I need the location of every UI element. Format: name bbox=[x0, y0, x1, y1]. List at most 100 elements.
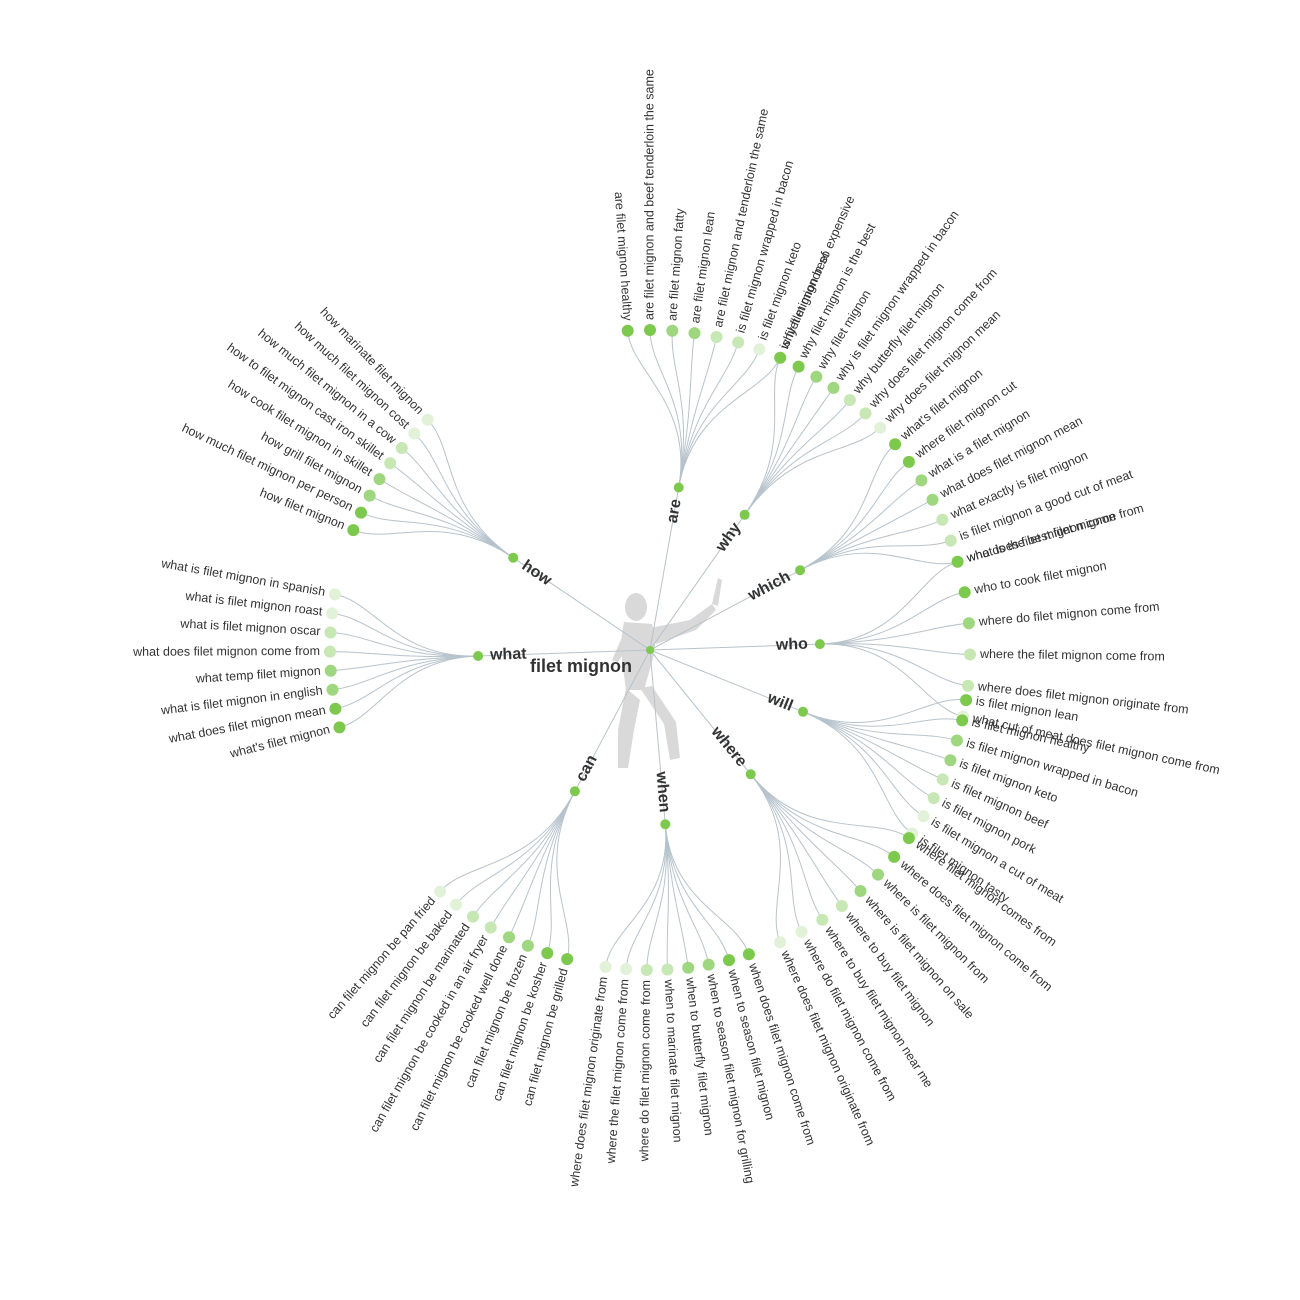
leaf-node-why-1[interactable] bbox=[792, 360, 805, 373]
leaf-node-when-4[interactable] bbox=[661, 963, 674, 976]
leaf-label[interactable]: where do filet mignon come from bbox=[977, 600, 1160, 629]
leaf-node-how-7[interactable] bbox=[421, 413, 434, 426]
group-node-which[interactable] bbox=[795, 565, 806, 576]
leaf-node-will-3[interactable] bbox=[944, 754, 957, 767]
leaf-node-will-4[interactable] bbox=[936, 773, 949, 786]
leaf-node-why-5[interactable] bbox=[859, 407, 872, 420]
group-node-will[interactable] bbox=[798, 706, 808, 717]
leaf-label[interactable]: what is filet mignon oscar bbox=[179, 616, 321, 638]
leaf-node-can-2[interactable] bbox=[521, 939, 534, 952]
group-node-why[interactable] bbox=[739, 509, 750, 520]
leaf-node-will-6[interactable] bbox=[917, 810, 930, 823]
leaf-node-are-6[interactable] bbox=[753, 343, 766, 356]
leaf-node-which-3[interactable] bbox=[926, 493, 939, 506]
group-node-where[interactable] bbox=[745, 769, 756, 780]
leaf-node-what-5[interactable] bbox=[324, 626, 337, 639]
leaf-node-what-2[interactable] bbox=[326, 683, 339, 696]
leaf-node-which-2[interactable] bbox=[915, 474, 928, 487]
leaf-label[interactable]: what is filet mignon in spanish bbox=[159, 556, 326, 599]
leaf-node-who-3[interactable] bbox=[964, 648, 976, 661]
leaf-node-are-2[interactable] bbox=[666, 324, 679, 337]
leaf-label[interactable]: when to season filet mignon for grilling bbox=[704, 972, 757, 1185]
leaf-node-can-1[interactable] bbox=[541, 947, 554, 960]
leaf-node-can-4[interactable] bbox=[484, 921, 497, 934]
leaf-node-where-5[interactable] bbox=[816, 913, 829, 926]
leaf-node-how-4[interactable] bbox=[384, 457, 397, 470]
group-node-when[interactable] bbox=[660, 819, 671, 830]
leaf-node-can-3[interactable] bbox=[503, 931, 515, 944]
group-node-who[interactable] bbox=[814, 639, 825, 650]
leaf-node-can-5[interactable] bbox=[467, 910, 479, 923]
leaf-node-what-1[interactable] bbox=[329, 702, 342, 715]
leaf-label[interactable]: are filet mignon fatty bbox=[665, 207, 687, 321]
leaf-node-when-1[interactable] bbox=[723, 954, 735, 967]
leaf-label[interactable]: who does filet mignon come from bbox=[964, 501, 1145, 565]
leaf-label[interactable]: are filet mignon and beef tenderloin the… bbox=[642, 69, 656, 320]
leaf-node-why-2[interactable] bbox=[810, 370, 823, 383]
leaf-label[interactable]: are filet mignon healthy bbox=[612, 191, 635, 322]
leaf-node-when-6[interactable] bbox=[620, 963, 633, 976]
leaf-node-what-6[interactable] bbox=[326, 607, 339, 620]
leaf-node-who-4[interactable] bbox=[962, 679, 974, 692]
leaf-node-which-0[interactable] bbox=[889, 438, 902, 451]
leaf-node-where-6[interactable] bbox=[795, 925, 808, 938]
leaf-node-what-4[interactable] bbox=[324, 645, 336, 658]
leaf-node-where-7[interactable] bbox=[774, 936, 787, 949]
leaf-node-who-1[interactable] bbox=[958, 586, 971, 599]
leaf-node-are-4[interactable] bbox=[710, 331, 723, 343]
group-node-are[interactable] bbox=[673, 482, 684, 493]
leaf-node-why-6[interactable] bbox=[874, 421, 887, 434]
leaf-label[interactable]: where do filet mignon come from bbox=[637, 980, 653, 1162]
leaf-node-which-4[interactable] bbox=[936, 513, 949, 526]
leaf-node-are-1[interactable] bbox=[644, 324, 656, 336]
leaf-label[interactable]: where the filet mignon come from bbox=[979, 647, 1165, 664]
leaf-node-when-0[interactable] bbox=[742, 948, 755, 961]
leaf-node-where-4[interactable] bbox=[835, 900, 848, 912]
leaf-node-will-0[interactable] bbox=[960, 694, 973, 707]
leaf-node-are-5[interactable] bbox=[732, 336, 745, 349]
group-node-what[interactable] bbox=[473, 651, 484, 661]
leaf-node-who-0[interactable] bbox=[951, 555, 964, 568]
leaf-node-how-3[interactable] bbox=[373, 473, 386, 486]
leaf-node-can-6[interactable] bbox=[450, 898, 463, 911]
leaf-node-how-1[interactable] bbox=[355, 506, 367, 519]
leaf-node-will-5[interactable] bbox=[927, 792, 940, 805]
group-node-can[interactable] bbox=[569, 786, 580, 797]
leaf-node-are-0[interactable] bbox=[621, 324, 634, 337]
leaf-node-where-0[interactable] bbox=[902, 832, 915, 845]
leaf-node-are-3[interactable] bbox=[688, 327, 701, 340]
leaf-node-who-2[interactable] bbox=[962, 617, 975, 630]
leaf-node-when-7[interactable] bbox=[599, 960, 612, 973]
leaf-node-where-2[interactable] bbox=[872, 868, 884, 881]
leaf-label[interactable]: where the filet mignon come from bbox=[604, 979, 632, 1165]
leaf-node-which-5[interactable] bbox=[944, 534, 957, 547]
leaf-node-how-5[interactable] bbox=[395, 442, 408, 454]
leaf-node-can-0[interactable] bbox=[561, 953, 574, 966]
leaf-node-will-2[interactable] bbox=[950, 734, 963, 747]
leaf-node-when-5[interactable] bbox=[640, 964, 653, 976]
leaf-label[interactable]: who to cook filet mignon bbox=[972, 559, 1107, 597]
leaf-node-when-3[interactable] bbox=[682, 961, 695, 974]
leaf-node-what-7[interactable] bbox=[328, 588, 341, 601]
leaf-node-where-3[interactable] bbox=[854, 885, 867, 897]
leaf-node-why-3[interactable] bbox=[827, 381, 840, 394]
leaf-label[interactable]: what does filet mignon come from bbox=[132, 644, 320, 659]
leaf-label[interactable]: what cut of meat does filet mignon come … bbox=[971, 711, 1222, 777]
group-node-how[interactable] bbox=[508, 552, 519, 563]
leaf-label[interactable]: are filet mignon lean bbox=[688, 211, 718, 324]
leaf-node-what-3[interactable] bbox=[324, 664, 337, 677]
leaf-node-can-7[interactable] bbox=[434, 885, 447, 898]
leaf-node-why-0[interactable] bbox=[774, 351, 787, 364]
leaf-label[interactable]: what temp filet mignon bbox=[194, 664, 321, 686]
leaf-node-how-2[interactable] bbox=[363, 489, 376, 502]
leaf-node-how-0[interactable] bbox=[347, 524, 360, 537]
leaf-node-how-6[interactable] bbox=[408, 427, 421, 440]
leaf-node-will-1[interactable] bbox=[956, 714, 969, 727]
leaf-node-which-1[interactable] bbox=[902, 455, 915, 468]
leaf-node-what-0[interactable] bbox=[333, 721, 346, 734]
leaf-label[interactable]: are filet mignon and tenderloin the same bbox=[711, 107, 771, 328]
leaf-node-where-1[interactable] bbox=[888, 850, 901, 863]
leaf-label[interactable]: when to marinate filet mignon bbox=[662, 978, 685, 1143]
leaf-node-when-2[interactable] bbox=[702, 958, 715, 971]
leaf-node-why-4[interactable] bbox=[843, 394, 856, 407]
